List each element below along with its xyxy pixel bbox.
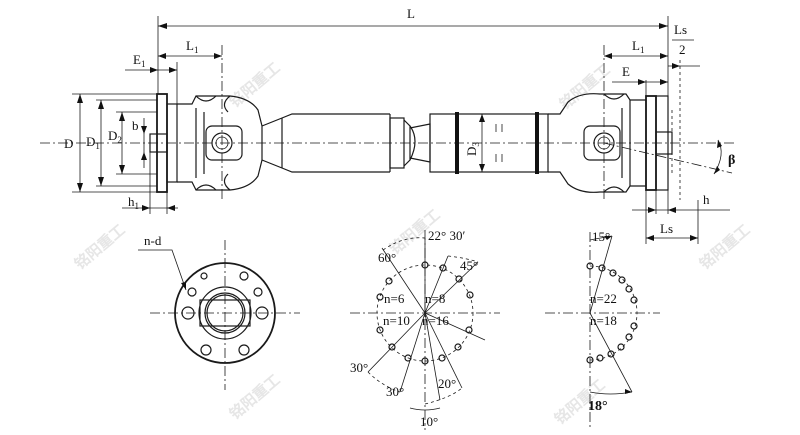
count-n6: n=6 bbox=[384, 291, 405, 306]
center-tube bbox=[429, 113, 549, 173]
angle-20: 20° bbox=[438, 376, 456, 391]
count-n18: n=18 bbox=[590, 313, 617, 328]
left-cross-block bbox=[205, 125, 243, 161]
dim-L1-left-label: L1 bbox=[186, 38, 198, 55]
dim-h-label: h bbox=[703, 192, 710, 207]
angle-45: 45° bbox=[460, 258, 478, 273]
shaft-side-view bbox=[40, 45, 735, 200]
n-d-leader bbox=[138, 249, 187, 291]
bolt-hole bbox=[239, 271, 249, 281]
dim-E1-label: E1 bbox=[133, 52, 145, 69]
bolt-hole bbox=[253, 287, 263, 297]
count-n8: n=8 bbox=[425, 291, 445, 306]
watermark-4: 铭阳重工 bbox=[556, 61, 614, 113]
angle-18: 18° bbox=[588, 399, 608, 414]
flange-end-view: n-d bbox=[138, 233, 300, 390]
bolt-circle-right bbox=[589, 265, 638, 361]
dim-D3-label: D3 bbox=[464, 142, 481, 156]
flange-bore-outer bbox=[198, 286, 252, 340]
angle-22-30: 22° 30′ bbox=[428, 228, 465, 243]
n-d-label: n-d bbox=[144, 233, 162, 248]
spline-sleeve bbox=[389, 117, 405, 169]
angle-60: 60° bbox=[378, 250, 396, 265]
bolt-hole bbox=[200, 272, 208, 280]
dim-D-label: D bbox=[64, 136, 73, 151]
pattern-holes-right bbox=[586, 262, 638, 364]
dim-Ls-half-bottom: 2 bbox=[679, 42, 686, 57]
hole-pattern-right: 15° n=22 n=18 18° bbox=[545, 229, 660, 430]
watermark-1: 铭阳重工 bbox=[71, 221, 129, 273]
pattern-holes bbox=[376, 261, 474, 365]
bolt-circle bbox=[376, 264, 474, 362]
watermark-group: 铭阳重工 铭阳重工 铭阳重工 铭阳重工 铭阳重工 铭阳重工 铭阳重工 bbox=[71, 59, 754, 428]
bolt-hole bbox=[200, 344, 212, 356]
angle-30-left: 30° bbox=[350, 360, 368, 375]
flange-outer-circle bbox=[174, 262, 276, 364]
angle-30-bottom: 30° bbox=[386, 384, 404, 399]
dim-b-label: b bbox=[132, 118, 139, 133]
dim-D1-label: D1 bbox=[86, 134, 100, 151]
count-n10: n=10 bbox=[383, 313, 410, 328]
hole-pattern-middle: 22° 30′ 60° 45° n=6 n=8 n=10 n=16 30° 30… bbox=[350, 228, 500, 430]
dim-h1-label: h1 bbox=[128, 194, 139, 211]
angle-10: 10° bbox=[420, 414, 438, 429]
angle-15: 15° bbox=[592, 229, 610, 244]
dim-E-label: E bbox=[622, 64, 630, 79]
bolt-hole bbox=[187, 287, 197, 297]
left-yoke-outline bbox=[177, 95, 263, 191]
dim-Ls-label: Ls bbox=[660, 221, 673, 236]
count-n22: n=22 bbox=[590, 291, 617, 306]
deflection-axis bbox=[603, 142, 733, 174]
dim-L-label: L bbox=[407, 6, 415, 21]
flange-bore-inner bbox=[206, 294, 244, 332]
watermark-6: 铭阳重工 bbox=[226, 371, 284, 423]
dim-D2-label: D2 bbox=[108, 128, 122, 145]
bolt-hole bbox=[181, 306, 195, 320]
dimension-lines: L L1 E1 L1 E Ls 2 D bbox=[64, 6, 735, 244]
dim-Ls-half-top: Ls bbox=[674, 22, 687, 37]
bolt-hole bbox=[238, 344, 250, 356]
watermark-2: 铭阳重工 bbox=[226, 59, 284, 111]
bolt-hole bbox=[255, 306, 269, 320]
watermark-5: 铭阳重工 bbox=[696, 221, 754, 273]
dim-beta-label: β bbox=[728, 153, 735, 168]
count-n16: n=16 bbox=[422, 313, 449, 328]
dim-L1-right-label: L1 bbox=[632, 38, 644, 55]
right-cross-block bbox=[583, 125, 621, 161]
